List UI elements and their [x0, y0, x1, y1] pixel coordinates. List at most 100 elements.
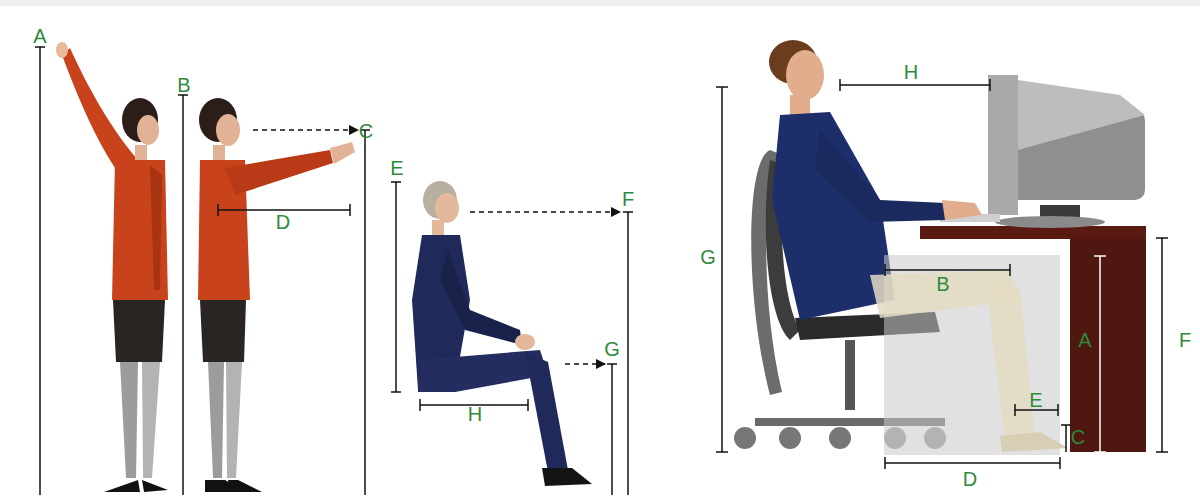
face — [786, 50, 824, 100]
skirt — [200, 300, 246, 362]
tick — [839, 79, 841, 91]
dimension-letter: C — [1071, 427, 1085, 447]
arm — [815, 130, 945, 222]
dimension-letter: D — [276, 212, 290, 232]
dimension-line — [627, 212, 629, 495]
neck — [135, 145, 147, 160]
arm — [440, 250, 522, 345]
woman-reaching-forward — [198, 98, 355, 492]
hands — [942, 200, 982, 220]
face — [435, 193, 459, 223]
tick — [716, 451, 728, 453]
jacket — [112, 160, 168, 300]
leg — [120, 362, 138, 478]
sleeve — [150, 165, 162, 290]
tick — [623, 211, 633, 213]
dimension-letter: C — [359, 121, 373, 141]
hand — [56, 42, 68, 58]
tick — [1094, 451, 1106, 453]
top-band — [0, 0, 1200, 6]
dimension-lines — [716, 79, 1168, 469]
tick — [716, 86, 728, 88]
chair-wheel — [829, 427, 851, 449]
dimension-letter: H — [904, 62, 918, 82]
shoe — [142, 480, 168, 492]
tick — [989, 79, 991, 91]
chair-wheel — [779, 427, 801, 449]
woman-reaching-up — [56, 42, 168, 492]
dimension-letter: B — [936, 274, 949, 294]
dimension-letter: D — [963, 469, 977, 489]
dimension-letter: G — [700, 247, 716, 267]
dimension-letter: A — [1078, 330, 1091, 350]
tick — [1061, 424, 1071, 426]
tick — [349, 204, 351, 216]
dimension-letter: F — [622, 189, 634, 209]
dimension-line — [840, 84, 990, 86]
dimension-line — [395, 182, 397, 392]
chair-column — [845, 340, 855, 410]
skirt — [113, 300, 165, 362]
desk-side — [1070, 239, 1146, 452]
extended-arm — [225, 150, 333, 195]
tick — [1094, 255, 1106, 257]
tick — [1009, 264, 1011, 276]
dimension-letter: E — [1029, 390, 1042, 410]
dashed-arrow — [253, 129, 358, 131]
dimension-line — [611, 364, 613, 495]
tick — [1057, 404, 1059, 416]
neck — [213, 145, 225, 160]
tick — [391, 181, 401, 183]
monitor-top — [1018, 80, 1145, 150]
tick — [217, 204, 219, 216]
tick — [884, 457, 886, 469]
leg — [142, 362, 160, 478]
lower-leg — [985, 275, 1035, 442]
tick — [884, 264, 886, 276]
tick — [391, 391, 401, 393]
dimension-line — [39, 47, 41, 495]
tick — [1156, 237, 1168, 239]
hands — [515, 334, 535, 350]
dimension-line — [1065, 425, 1067, 452]
lower-leg — [525, 352, 568, 472]
dimension-line — [1099, 256, 1101, 452]
tick — [527, 399, 529, 411]
dimension-line — [721, 87, 723, 452]
monitor-base — [995, 216, 1105, 228]
tick — [419, 399, 421, 411]
shoe — [228, 480, 262, 492]
dimension-letter: B — [177, 75, 190, 95]
foot — [1000, 432, 1068, 452]
shoe — [104, 480, 140, 492]
hand — [330, 142, 355, 164]
dimension-line — [364, 130, 366, 495]
tick — [1059, 457, 1061, 469]
workstation — [734, 40, 1146, 455]
dimension-letter: F — [1179, 330, 1191, 350]
neck — [432, 220, 444, 236]
dashed-arrow — [470, 211, 620, 213]
dimension-line — [1161, 238, 1163, 452]
desk-top — [920, 226, 1146, 239]
dimension-letter: H — [468, 404, 482, 424]
tick — [35, 46, 45, 48]
dimension-letter: G — [604, 339, 620, 359]
tick — [1014, 404, 1016, 416]
dimension-lines — [35, 47, 633, 495]
tick — [1156, 451, 1168, 453]
shoe — [542, 468, 592, 486]
seated-man — [412, 181, 592, 486]
leg — [208, 362, 224, 478]
dimension-letter: A — [33, 26, 46, 46]
dimension-letter: E — [390, 158, 403, 178]
dimension-line — [218, 209, 350, 211]
tick — [607, 363, 617, 365]
chair-wheel — [734, 427, 756, 449]
face — [137, 115, 159, 145]
monitor-screen — [988, 75, 1018, 215]
face — [216, 114, 240, 146]
leg — [226, 362, 242, 478]
dimension-line — [885, 269, 1010, 271]
